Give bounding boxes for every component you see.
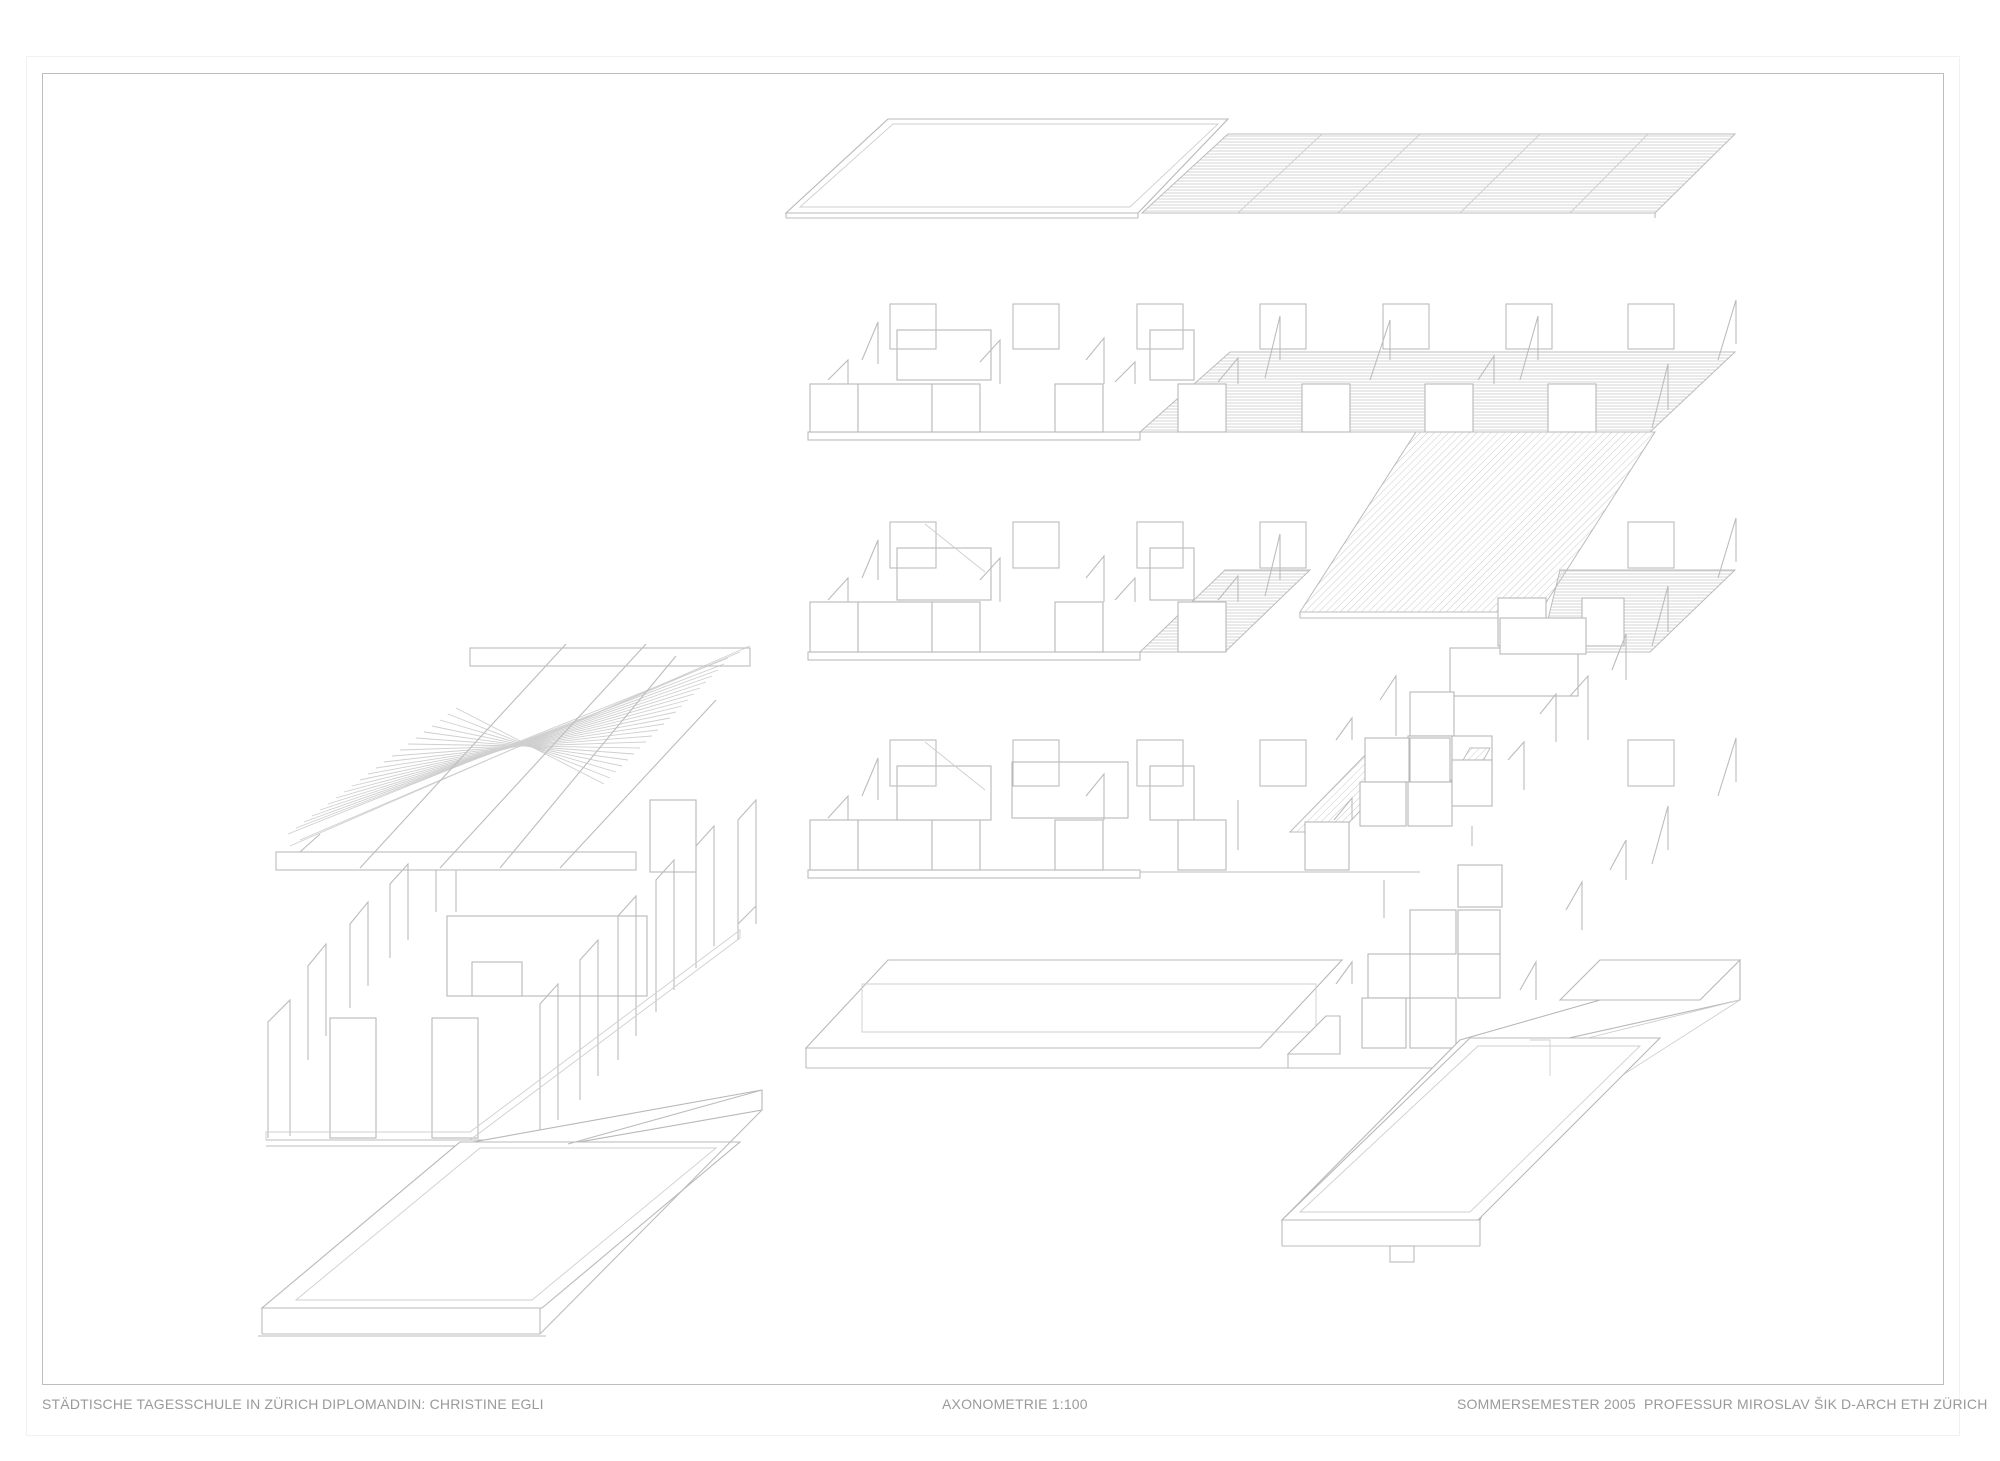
left-roof-beams [275, 643, 751, 871]
title-block-professor: PROFESSUR MIROSLAV ŠIK [1644, 1396, 1838, 1412]
title-block-student: DIPLOMANDIN: CHRISTINE EGLI [322, 1396, 544, 1412]
floor-level-0 [804, 839, 1742, 1263]
drawing-frame [42, 73, 1944, 1385]
left-building-walls [265, 798, 757, 1147]
title-block-school: STÄDTISCHE TAGESSCHULE IN ZÜRICH [42, 1396, 319, 1412]
floor-level-3 [807, 299, 1737, 441]
roof-level [784, 118, 1737, 219]
ramp-slab [1299, 431, 1656, 619]
title-block-department: D-ARCH ETH ZÜRICH [1841, 1396, 1988, 1412]
sheet-outer-border [26, 56, 1960, 1436]
title-block-scale: AXONOMETRIE 1:100 [942, 1396, 1088, 1412]
title-block-semester: SOMMERSEMESTER 2005 [1457, 1396, 1636, 1412]
floor-level-2 [807, 517, 1737, 781]
left-base-slab [258, 1089, 763, 1337]
floor-level-1 [807, 617, 1737, 879]
